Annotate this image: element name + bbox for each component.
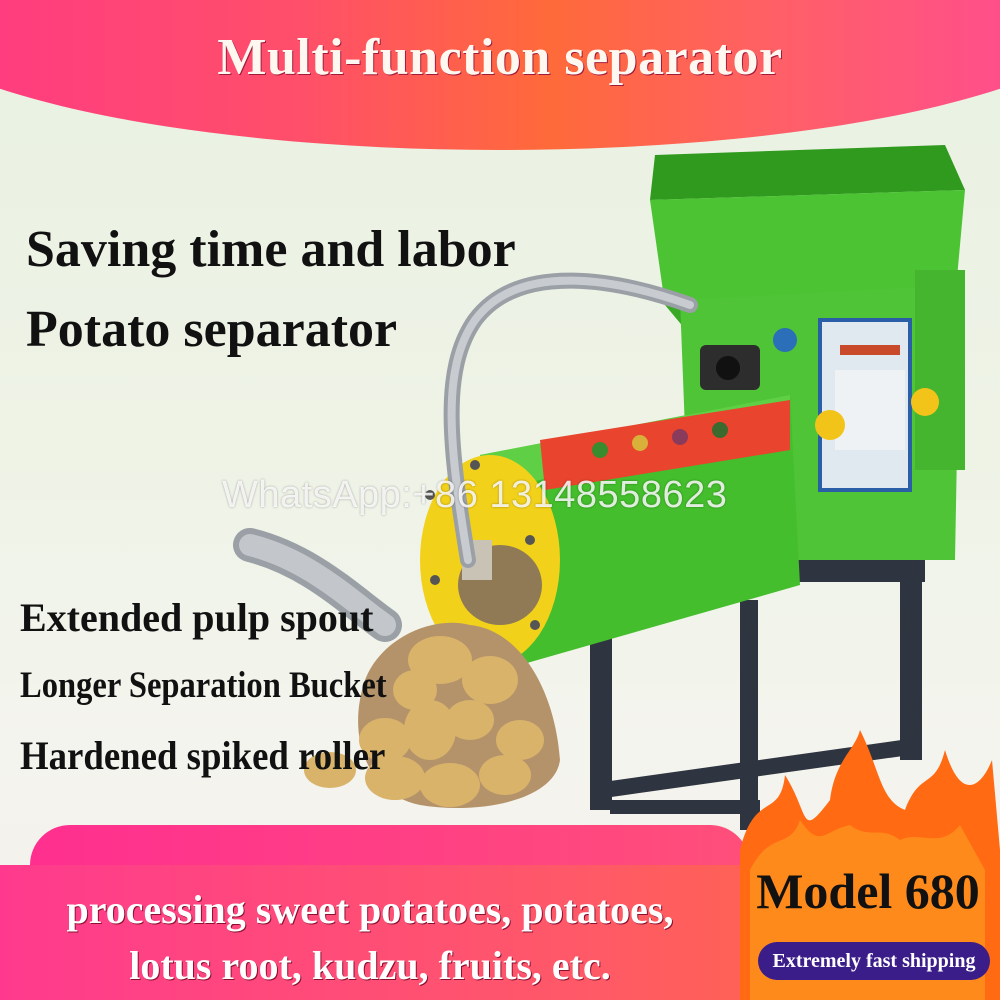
headline-saving-time: Saving time and labor — [26, 221, 516, 278]
whatsapp-watermark: WhatsApp:+86 13148558623 — [222, 474, 728, 516]
banner-title: Multi-function separator — [217, 29, 783, 86]
feature-separation-bucket: Longer Separation Bucket — [20, 665, 387, 706]
headline-potato-separator: Potato separator — [26, 301, 398, 358]
shipping-pill: Extremely fast shipping — [758, 942, 990, 980]
footer-line-2: lotus root, kudzu, fruits, etc. — [129, 943, 611, 988]
top-banner — [0, 0, 1000, 150]
separation-bucket — [480, 395, 800, 665]
feature-spiked-roller: Hardened spiked roller — [20, 733, 386, 778]
model-label: Model 680 — [756, 863, 980, 919]
potato-sack — [304, 622, 560, 808]
feature-pulp-spout: Extended pulp spout — [20, 595, 374, 640]
hoses — [233, 272, 698, 642]
footer-line-1: processing sweet potatoes, potatoes, — [66, 887, 674, 932]
